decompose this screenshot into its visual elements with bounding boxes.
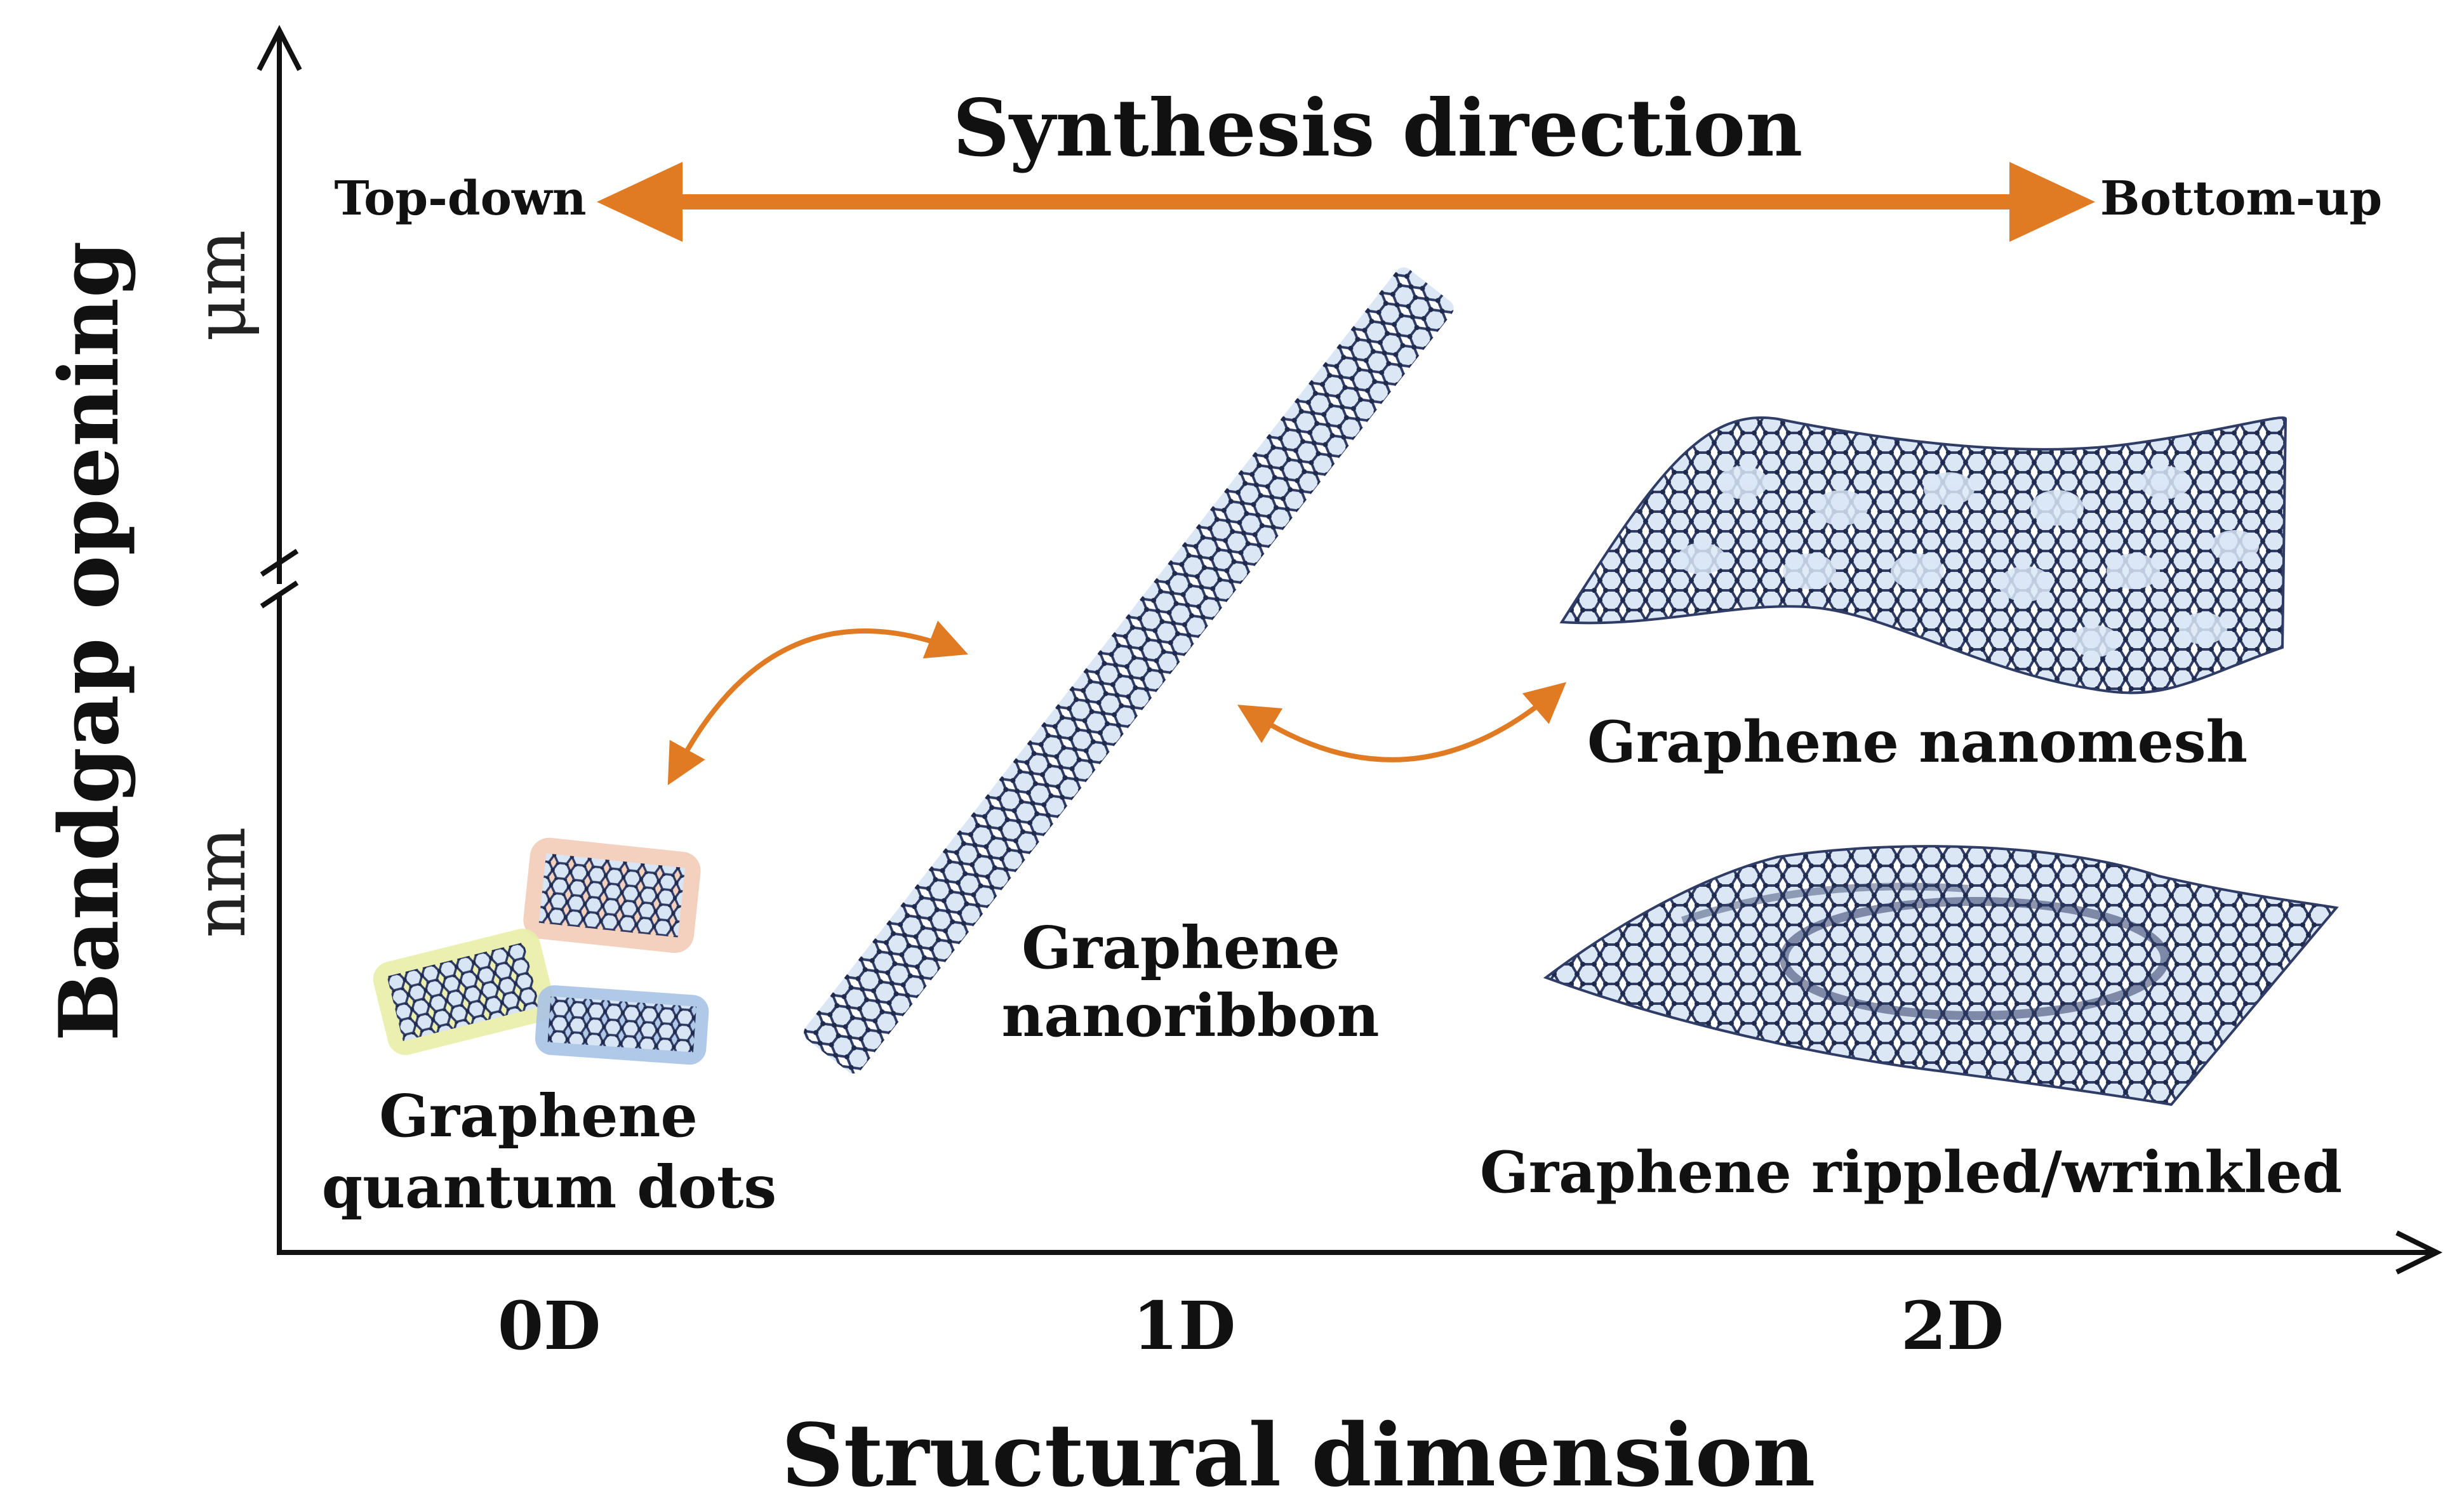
rippled-illustration — [1543, 845, 2339, 1106]
x-tick-1d: 1D — [1133, 1287, 1236, 1365]
nanomesh-label: Graphene nanomesh — [1587, 708, 2248, 776]
quantum-dots-label-line1: Graphene — [379, 1082, 698, 1150]
nanomesh-illustration — [1559, 416, 2288, 694]
nanoribbon-illustration — [804, 267, 1454, 1074]
nanomesh-holes — [1677, 466, 2259, 657]
synthesis-arrow-shaft — [660, 194, 2032, 209]
top-down-label: Top-down — [335, 171, 587, 226]
x-tick-2d: 2D — [1901, 1287, 2004, 1365]
y-axis-break-mark-upper — [260, 548, 299, 577]
x-axis-arrowhead — [2395, 1230, 2443, 1275]
synthesis-double-arrow — [597, 162, 2095, 242]
quantum-dot-blue — [535, 985, 709, 1065]
nanoribbon-label-line2: nanoribbon — [1001, 981, 1379, 1050]
connector-ribbon-to-mesh — [1237, 682, 1567, 762]
quantum-dots-illustration — [373, 837, 709, 1065]
y-tick-upper: μm — [180, 230, 261, 342]
quantum-dot-yellow — [373, 928, 556, 1055]
rippled-sheet — [1543, 845, 2339, 1106]
synthesis-title: Synthesis direction — [953, 83, 1803, 175]
nanoribbon-label-line1: Graphene — [1022, 913, 1340, 982]
rippled-wrinkle-fold — [1681, 882, 1969, 924]
synthesis-arrow-left-head — [597, 162, 683, 242]
x-tick-0d: 0D — [498, 1287, 601, 1365]
rippled-label: Graphene rippled/wrinkled — [1480, 1139, 2342, 1206]
y-tick-lower: nm — [180, 827, 261, 938]
quantum-dot-peach — [523, 837, 701, 953]
rippled-wrinkle-ring — [1780, 897, 2169, 1020]
y-axis — [256, 25, 302, 1252]
connector-dots-to-ribbon — [667, 620, 968, 785]
y-axis-arrowhead — [256, 25, 302, 71]
y-axis-label: Bandgap opening — [42, 241, 137, 1042]
x-axis-label: Structural dimension — [782, 1405, 1816, 1506]
quantum-dots-label-line2: quantum dots — [322, 1153, 776, 1221]
synthesis-arrow-right-head — [2009, 162, 2095, 242]
bottom-up-label: Bottom-up — [2100, 171, 2382, 226]
x-axis — [277, 1230, 2443, 1275]
